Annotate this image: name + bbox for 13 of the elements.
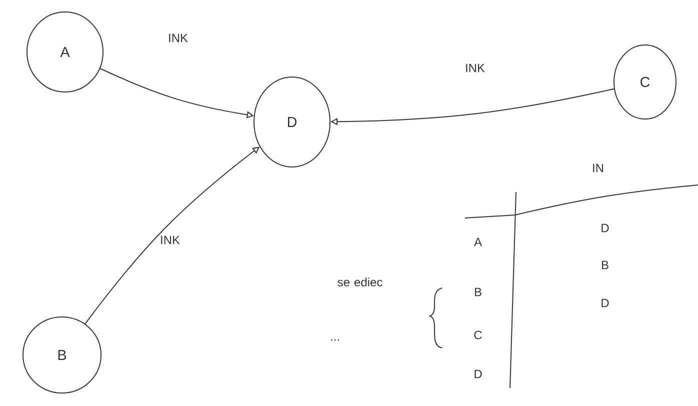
edge-label: INK xyxy=(464,62,486,74)
table-cell: B xyxy=(602,260,608,270)
table-cell: D xyxy=(474,370,482,378)
table-cell: D xyxy=(602,298,609,308)
table-cell: C xyxy=(474,330,482,340)
table-cell: A xyxy=(474,238,482,246)
edge-label: INK xyxy=(167,32,189,44)
edge-label: INK xyxy=(159,234,181,246)
note-text: se ediec xyxy=(338,278,382,286)
table-cell: D xyxy=(602,224,609,232)
table-cell: B xyxy=(475,288,482,296)
note-text: ... xyxy=(331,339,339,341)
column-header: IN xyxy=(593,164,604,172)
